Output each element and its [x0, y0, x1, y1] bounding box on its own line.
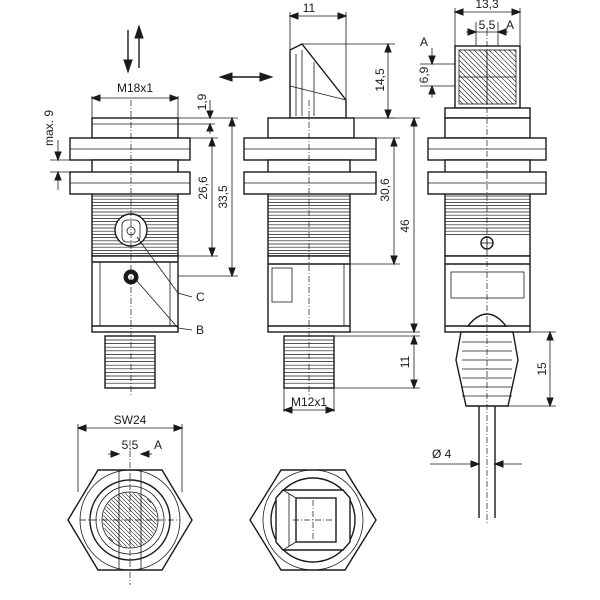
indicator-section	[91, 255, 179, 333]
dim-30-6: 30,6	[378, 178, 392, 202]
dim-11-top: 11	[303, 1, 316, 15]
hex-front-view: SW24 5,5 A	[67, 413, 193, 585]
label-a-top: A	[506, 18, 514, 32]
dim-13-3: 13,3	[475, 0, 499, 11]
dim-thread-m12: M12x1	[291, 395, 327, 409]
display-window	[450, 271, 525, 299]
lens-head	[289, 43, 347, 119]
label-a-bottom: A	[154, 438, 162, 452]
lateral-arrow	[218, 72, 274, 82]
dim-33-5: 33,5	[216, 185, 230, 209]
dim-15: 15	[535, 362, 549, 376]
label-a-left: A	[420, 35, 428, 49]
dim-thread-m18: M18x1	[117, 81, 153, 95]
dim-5-5-top: 5,5	[479, 18, 496, 32]
side-view: 11 14,5 30,6 46 11 M12x1	[218, 1, 420, 414]
dim-max9: max. 9	[42, 110, 56, 146]
hex-rear-view	[249, 469, 377, 571]
dim-5-5-bottom: 5,5	[122, 438, 139, 452]
front-view: M18x1 max. 9 1,9 26,6 33,5 C	[42, 24, 238, 395]
dim-6-9: 6,9	[417, 66, 431, 83]
push-pull-arrows	[123, 24, 144, 74]
label-b: B	[196, 323, 204, 337]
cable-view: 13,3 5,5 A 6,9 A 15 Ø 4	[417, 0, 556, 525]
dim-1-9: 1,9	[195, 93, 209, 110]
label-c: C	[196, 290, 205, 304]
dim-11-side: 11	[398, 355, 412, 368]
dim-sw24: SW24	[114, 413, 147, 427]
housing-cap	[91, 117, 179, 139]
dim-46: 46	[398, 219, 412, 233]
dim-diameter-4: Ø 4	[432, 447, 452, 461]
dim-14-5: 14,5	[373, 68, 387, 92]
dim-26-6: 26,6	[196, 176, 210, 200]
